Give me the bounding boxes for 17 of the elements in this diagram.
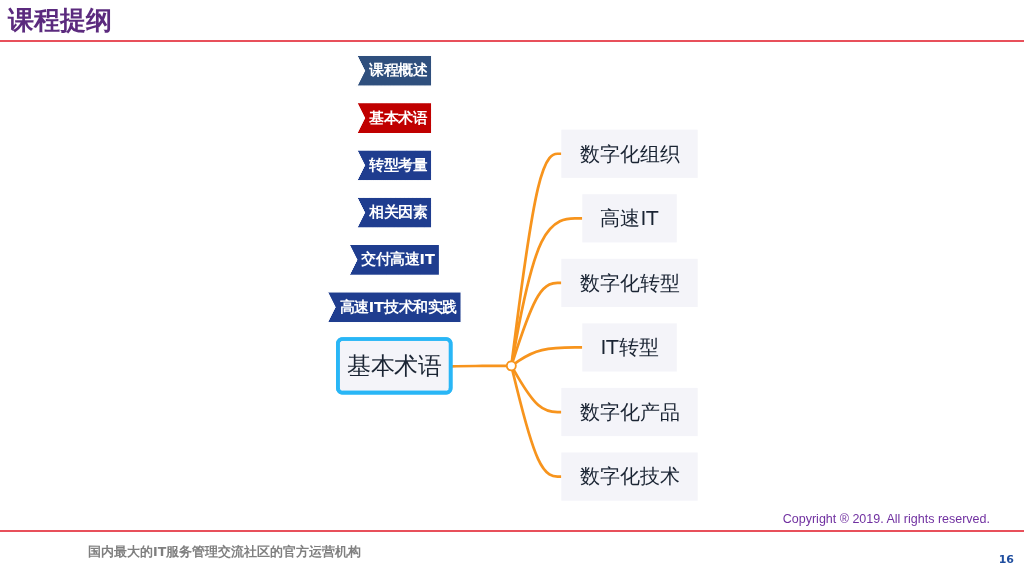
- node-box: 数字化产品: [560, 387, 698, 437]
- connector: [510, 281, 561, 362]
- page-number: 16: [998, 553, 1014, 566]
- node-circle: [505, 360, 517, 372]
- node-box: 数字化转型: [560, 258, 698, 307]
- slide-title: 课程提纲: [8, 4, 112, 37]
- connector: [510, 216, 582, 362]
- copyright-note: Copyright ® 2019. All rights reserved.: [782, 512, 990, 526]
- connector: [511, 369, 561, 414]
- node-box: 数字化技术: [560, 452, 698, 501]
- footer-text: 国内最大的IT服务管理交流社区的官方运营机构: [88, 544, 362, 561]
- node-box: IT转型: [581, 323, 677, 372]
- connector: [510, 369, 561, 478]
- connector: [513, 346, 582, 365]
- node-box: 高速IT: [581, 194, 677, 243]
- connector: [510, 152, 561, 362]
- node-box: 数字化组织: [560, 129, 698, 178]
